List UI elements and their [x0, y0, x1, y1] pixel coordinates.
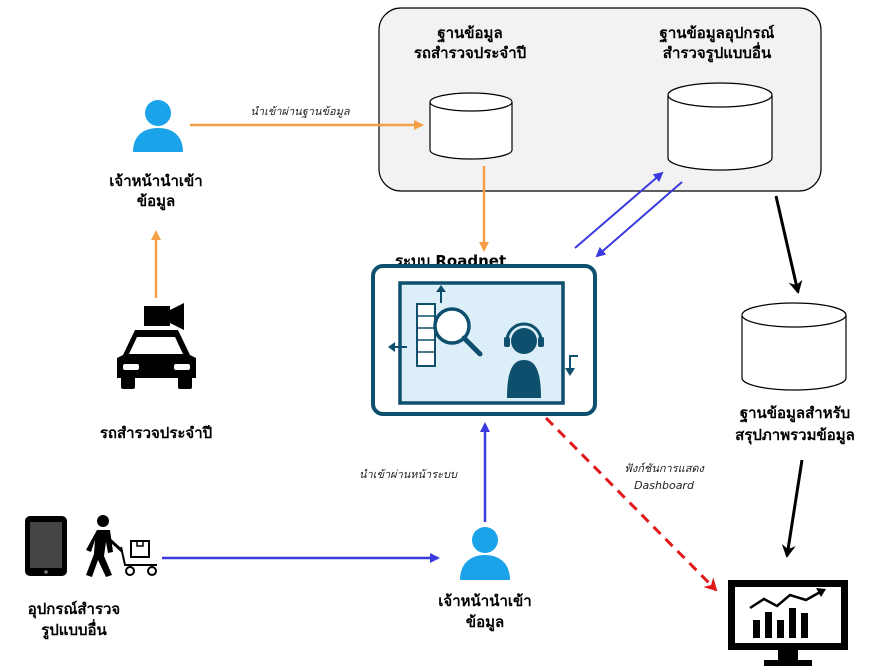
- other-device-label-2: รูปแบบอื่น: [41, 619, 107, 640]
- edge-import-via-ui-label: นำเข้าผ่านหน้าระบบ: [359, 468, 458, 481]
- officer-bottom-label-2: ข้อมูล: [466, 613, 504, 632]
- edge-dashboard-label-1: ฟังก์ชันการแสดง: [624, 462, 705, 475]
- db-other-label-2: สำรวจรูปแบบอื่น: [663, 42, 772, 63]
- edge-db-other-to-roadnet: [595, 181, 683, 258]
- db-annual-label-1: ฐานข้อมูล: [437, 24, 502, 43]
- db-annual-label-2: รถสำรวจประจำปี: [414, 44, 526, 62]
- db-summary-label-1: ฐานข้อมูลสำหรับ: [740, 404, 850, 423]
- survey-car-label: รถสำรวจประจำปี: [100, 424, 212, 442]
- db-summary-cylinder-icon[interactable]: [741, 302, 847, 391]
- edge-roadnet-to-db-other: [574, 171, 664, 249]
- db-other-label-1: ฐานข้อมูลอุปกรณ์: [660, 24, 775, 43]
- officer-top-person-icon: [133, 100, 183, 152]
- roadnet-system-icon[interactable]: [371, 264, 597, 416]
- edge-db-other-to-summary: [774, 195, 803, 294]
- officer-bottom-person-icon: [460, 527, 510, 580]
- other-device-label-1: อุปกรณ์สำรวจ: [28, 600, 120, 619]
- officer-bottom-label-1: เจ้าหน้านำเข้า: [438, 592, 531, 610]
- dashboard-monitor-icon[interactable]: [728, 580, 848, 666]
- db-other-cylinder-icon[interactable]: [667, 82, 773, 171]
- survey-car-icon: [117, 303, 196, 389]
- officer-top-label-2: ข้อมูล: [137, 192, 175, 211]
- tablet-device-icon: [25, 516, 67, 576]
- edge-summary-to-dashboard: [781, 459, 804, 558]
- edge-roadnet-to-dashboard: [544, 416, 718, 592]
- walking-worker-icon: [86, 515, 124, 577]
- db-summary-label-2: สรุปภาพรวมข้อมูล: [735, 426, 855, 445]
- edge-import-via-db-label: นำเข้าผ่านฐานข้อมูล: [250, 105, 350, 118]
- trolley-box-icon: [120, 540, 157, 576]
- officer-top-label-1: เจ้าหน้านำเข้า: [109, 172, 202, 190]
- db-annual-cylinder-icon[interactable]: [429, 92, 513, 160]
- edge-dashboard-label-2: Dashboard: [634, 479, 695, 492]
